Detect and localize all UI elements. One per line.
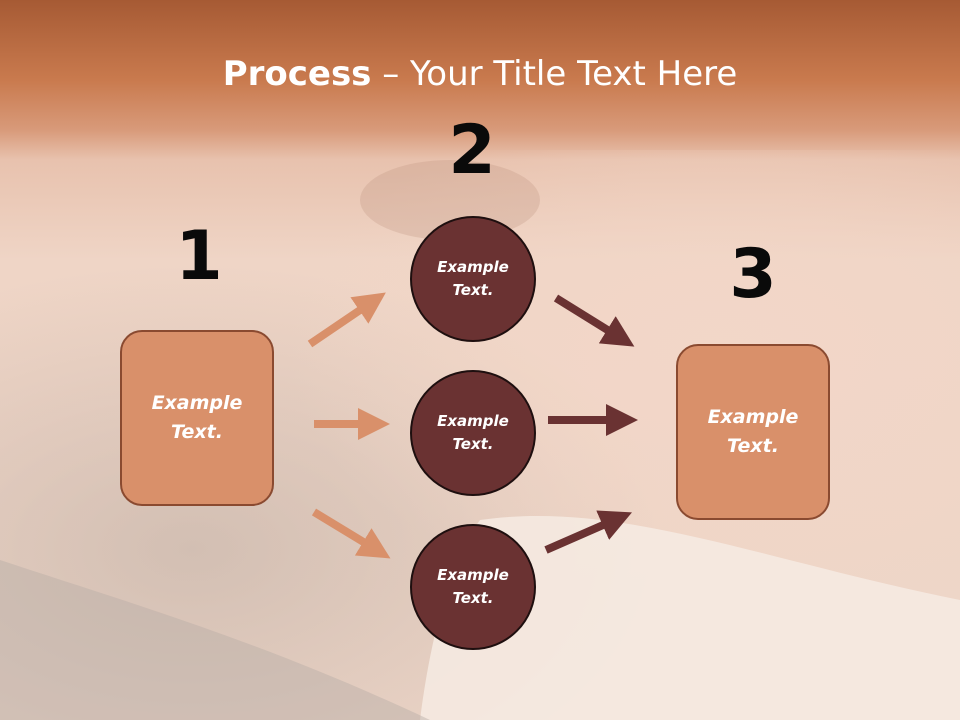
arrow-top-to-3 xyxy=(553,294,635,347)
step-number-1: 1 xyxy=(175,217,223,296)
circle-text: Example Text. xyxy=(437,412,509,453)
title-bold: Process xyxy=(222,54,372,94)
step-2-circle-middle: Example Text. xyxy=(410,370,536,496)
step-number-2: 2 xyxy=(448,111,496,190)
step-3-text: Example Text. xyxy=(707,406,799,457)
arrow-1-to-bottom xyxy=(311,508,391,559)
step-1-text: Example Text. xyxy=(151,392,243,443)
title-rest: – Your Title Text Here xyxy=(371,54,738,94)
step-2-circle-top: Example Text. xyxy=(410,216,536,342)
circle-text: Example Text. xyxy=(437,258,509,299)
circle-text: Example Text. xyxy=(437,566,509,607)
slide-title: Process – Your Title Text Here xyxy=(0,52,960,96)
arrow-1-to-top xyxy=(307,292,386,348)
arrow-bottom-to-3 xyxy=(544,510,632,554)
step-1-box: Example Text. xyxy=(120,330,274,506)
step-number-3: 3 xyxy=(729,235,777,314)
step-2-circle-bottom: Example Text. xyxy=(410,524,536,650)
step-3-box: Example Text. xyxy=(676,344,830,520)
